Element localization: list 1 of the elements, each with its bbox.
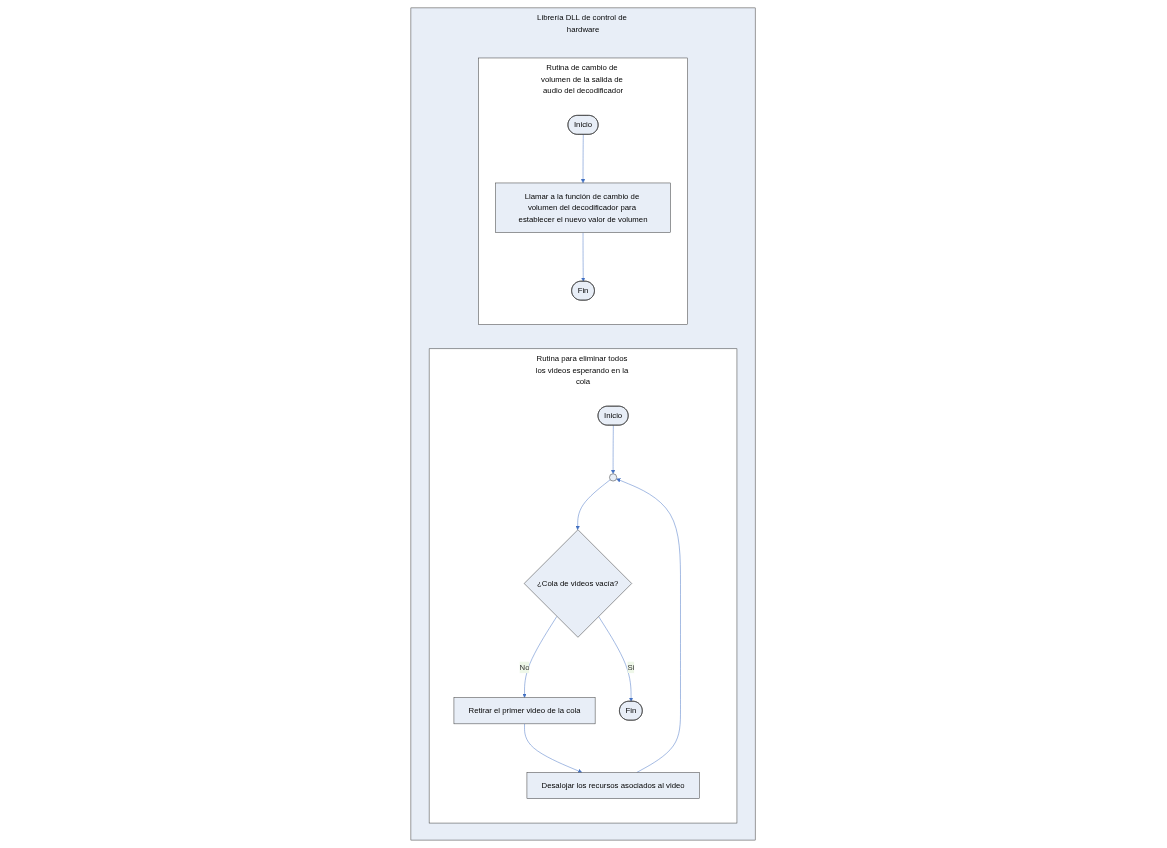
node-circle xyxy=(609,473,618,482)
